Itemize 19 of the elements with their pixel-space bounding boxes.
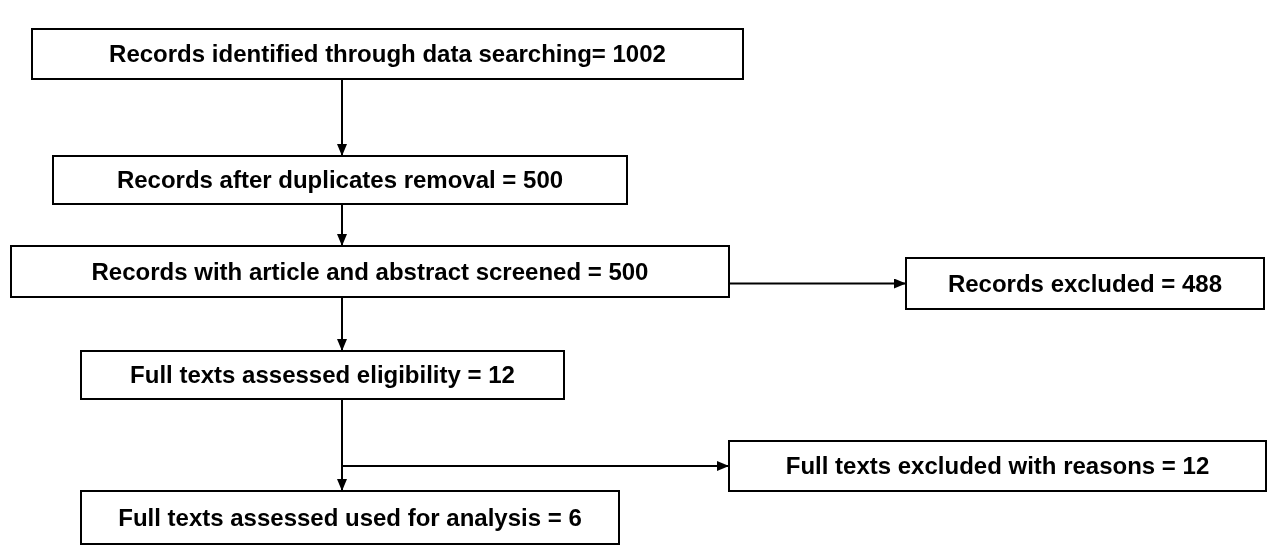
arrow	[337, 204, 347, 246]
process-box	[31, 28, 744, 80]
box-label: Full texts excluded with reasons = 12	[785, 452, 1210, 480]
process-box	[52, 155, 628, 205]
process-box	[728, 440, 1267, 492]
box-label: Records identified through data searching= 1002	[109, 40, 666, 68]
box-label: Full texts assessed eligibility = 12	[130, 361, 515, 389]
arrow	[337, 297, 347, 351]
arrow	[337, 399, 347, 491]
box-label: Full texts assessed used for analysis = 6	[118, 503, 582, 532]
process-box	[80, 350, 565, 400]
process-box	[80, 490, 620, 545]
box-label: Records with article and abstract screened = 500	[91, 257, 649, 286]
arrow	[337, 79, 347, 156]
box-label: Records after duplicates removal = 500	[116, 166, 564, 194]
process-box	[905, 257, 1265, 310]
box-label: Records excluded = 488	[947, 269, 1223, 298]
arrow	[729, 278, 906, 289]
process-box	[10, 245, 730, 298]
